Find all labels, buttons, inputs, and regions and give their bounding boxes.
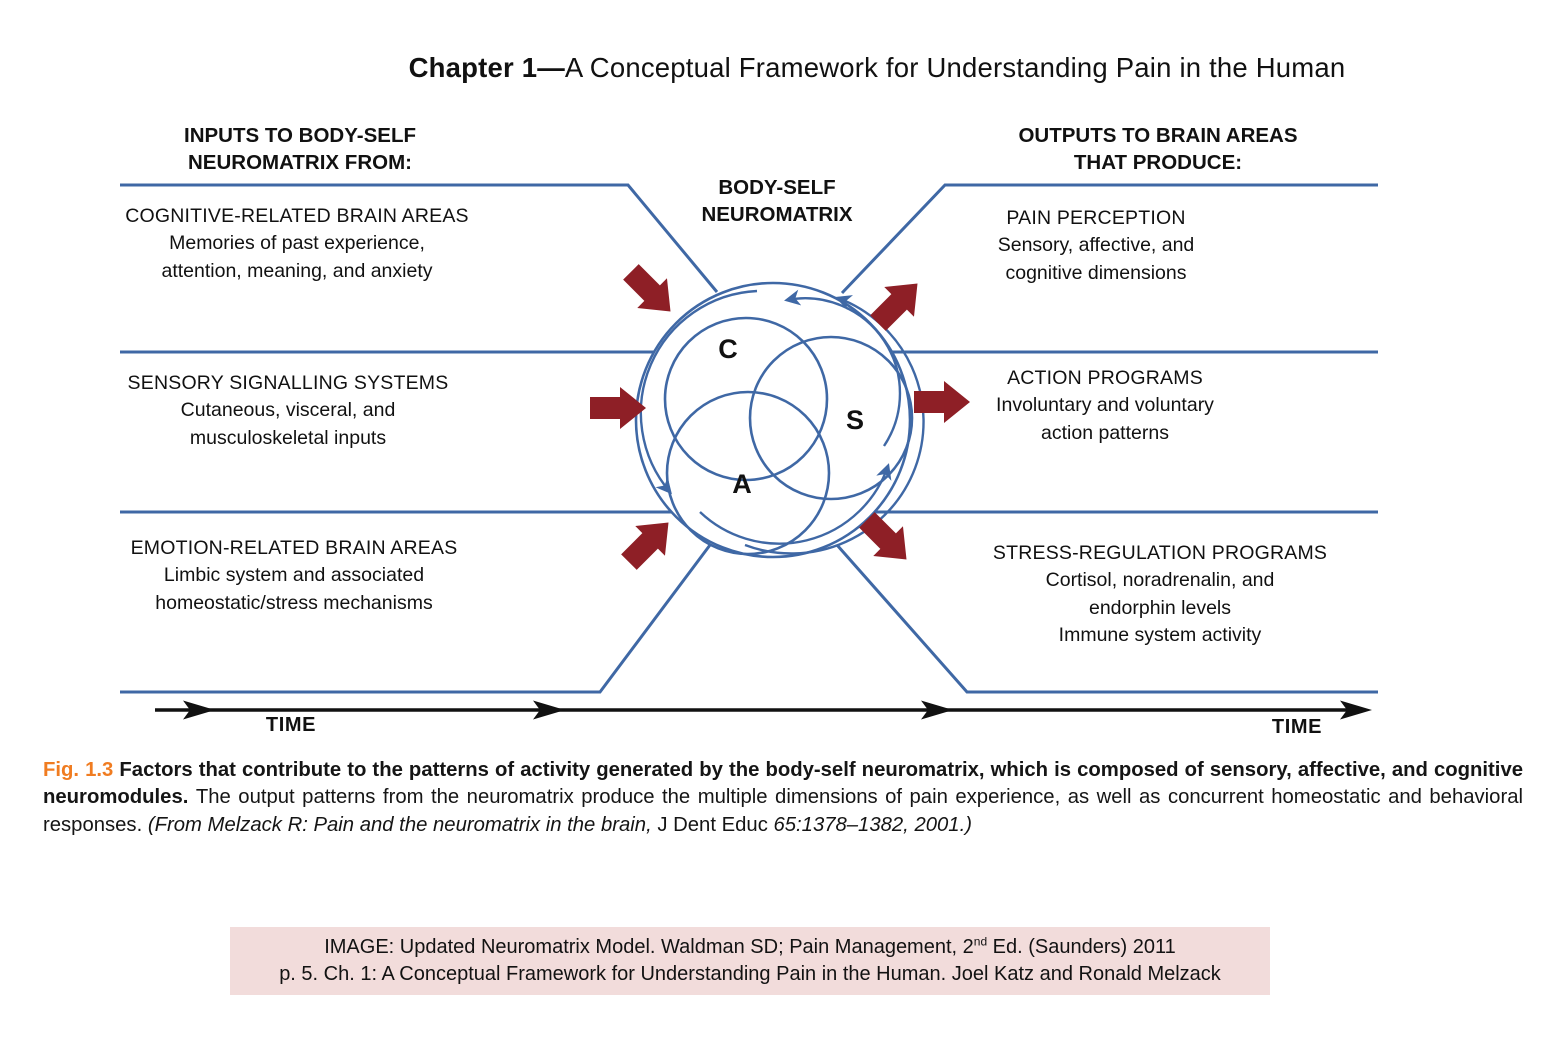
output-block-action: ACTION PROGRAMS Involuntary and voluntar… xyxy=(996,365,1214,447)
input-arrow-icon-cognitive xyxy=(616,257,686,327)
output-line: Sensory, affective, and xyxy=(997,234,1195,257)
lane-boundary-lines xyxy=(120,183,1378,694)
output-line: action patterns xyxy=(1041,421,1169,444)
image-credit-box: IMAGE: Updated Neuromatrix Model. Waldma… xyxy=(230,927,1270,995)
output-title: PAIN PERCEPTION xyxy=(1006,207,1186,229)
module-label-cognitive: C xyxy=(718,334,738,364)
output-arrow-icon-stress xyxy=(852,505,922,575)
input-title: COGNITIVE-RELATED BRAIN AREAS xyxy=(125,205,469,227)
loop-arrow-left xyxy=(639,289,758,495)
input-line: homeostatic/stress mechanisms xyxy=(155,591,433,614)
page-title: Chapter 1—A Conceptual Framework for Und… xyxy=(409,52,1346,84)
chapter-number: Chapter 1— xyxy=(408,52,565,83)
inputs-header: INPUTS TO BODY-SELF NEUROMATRIX FROM: xyxy=(184,124,416,174)
loop-arrow-right-output xyxy=(744,295,925,555)
module-label-affective: A xyxy=(732,469,752,499)
figure-number: Fig. 1.3 xyxy=(43,759,120,781)
loop-arrow-bottom xyxy=(699,463,892,545)
time-label-left: TIME xyxy=(265,714,317,736)
output-block-stress: STRESS-REGULATION PROGRAMS Cortisol, nor… xyxy=(993,540,1327,649)
output-title: STRESS-REGULATION PROGRAMS xyxy=(992,542,1328,564)
credit-line-1: IMAGE: Updated Neuromatrix Model. Waldma… xyxy=(324,934,1176,958)
outer-neuromatrix-circle xyxy=(634,281,912,559)
input-line: musculoskeletal inputs xyxy=(189,426,387,449)
superscript-nd: nd xyxy=(973,934,988,949)
right-baseline xyxy=(835,544,1378,694)
chapter-name: A Conceptual Framework for Understanding… xyxy=(564,52,1346,83)
feedback-loop-arrows xyxy=(639,289,925,555)
time-axis xyxy=(155,700,1372,720)
outputs-header: OUTPUTS TO BRAIN AREAS THAT PRODUCE: xyxy=(1018,124,1298,174)
output-block-pain: PAIN PERCEPTION Sensory, affective, and … xyxy=(998,205,1195,287)
affective-module-circle xyxy=(665,390,831,556)
input-title: SENSORY SIGNALLING SYSTEMS xyxy=(127,372,449,394)
time-label-right: TIME xyxy=(1271,716,1323,738)
neuromatrix-circles xyxy=(634,281,914,559)
caption-source-italic: (From Melzack R: Pain and the neuromatri… xyxy=(147,813,652,836)
caption-bold-text: Factors that contribute to the patterns … xyxy=(43,759,1524,809)
output-line: Involuntary and voluntary xyxy=(996,394,1214,417)
input-arrow-icon-emotion xyxy=(614,507,684,577)
input-line: Memories of past experience, xyxy=(169,232,425,255)
output-line: cognitive dimensions xyxy=(1005,261,1187,284)
caption-journal: J Dent Educ xyxy=(651,813,774,836)
body-self-neuromatrix-label: BODY-SELF NEUROMATRIX xyxy=(701,176,853,226)
output-line: Immune system activity xyxy=(1058,623,1262,646)
input-title: EMOTION-RELATED BRAIN AREAS xyxy=(130,537,458,559)
credit-line-2: p. 5. Ch. 1: A Conceptual Framework for … xyxy=(279,963,1221,985)
input-line: Limbic system and associated xyxy=(163,564,425,587)
input-block-cognitive: COGNITIVE-RELATED BRAIN AREAS Memories o… xyxy=(125,203,469,285)
figure-caption: Fig. 1.3 Factors that contribute to the … xyxy=(43,757,1523,839)
right-top-line xyxy=(840,183,1378,295)
cognitive-module-circle xyxy=(663,316,829,482)
input-line: attention, meaning, and anxiety xyxy=(161,259,433,282)
left-baseline xyxy=(120,544,712,694)
output-line: Cortisol, noradrenalin, and xyxy=(1045,569,1275,592)
caption-citation: 65:1378–1382, 2001.) xyxy=(773,813,972,836)
module-label-sensory: S xyxy=(845,405,865,435)
caption-text: The output patterns from the neuromatrix… xyxy=(43,786,1523,836)
input-block-sensory: SENSORY SIGNALLING SYSTEMS Cutaneous, vi… xyxy=(128,370,449,452)
output-line: endorphin levels xyxy=(1088,596,1231,619)
sensory-module-circle xyxy=(748,335,914,501)
input-block-emotion: EMOTION-RELATED BRAIN AREAS Limbic syste… xyxy=(131,535,458,617)
input-line: Cutaneous, visceral, and xyxy=(180,399,396,422)
output-title: ACTION PROGRAMS xyxy=(1007,367,1203,389)
left-top-line xyxy=(120,183,719,293)
loop-arrow-inner-output xyxy=(784,289,902,447)
